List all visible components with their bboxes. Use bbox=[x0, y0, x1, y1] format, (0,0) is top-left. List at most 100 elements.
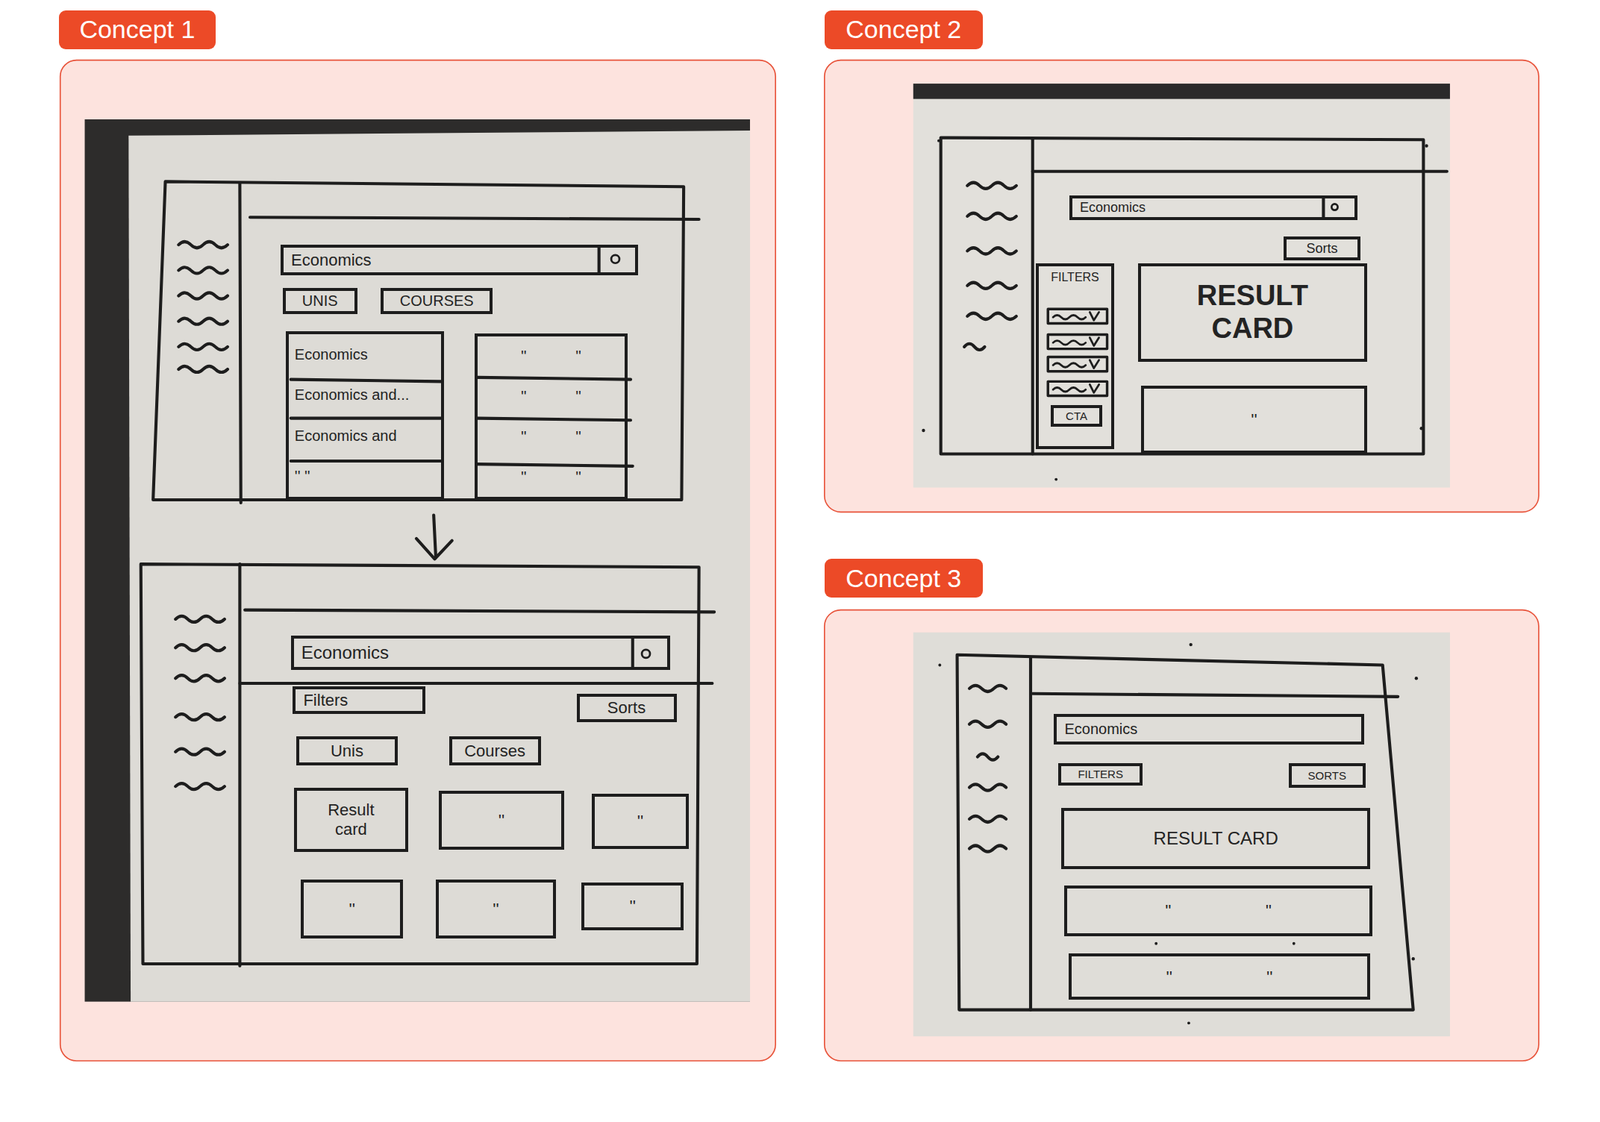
nav-squiggle bbox=[175, 616, 225, 623]
dropdown-squiggle bbox=[1052, 363, 1086, 368]
paper-speck bbox=[938, 664, 942, 668]
nav-squiggle bbox=[964, 344, 985, 350]
search-icon bbox=[1331, 203, 1338, 210]
photo-ground bbox=[85, 119, 750, 1003]
sidebar-line bbox=[1031, 139, 1035, 454]
nav-squiggle bbox=[178, 292, 228, 299]
node-text: Filters bbox=[302, 691, 348, 710]
paper-speck bbox=[1188, 643, 1192, 647]
nav-squiggle bbox=[178, 267, 228, 274]
node-text: Economics bbox=[1079, 200, 1146, 216]
concept-tag: Concept 1 bbox=[58, 10, 215, 50]
nav-squiggle bbox=[175, 675, 225, 682]
nav-squiggle bbox=[967, 182, 1017, 189]
node-text: FILTERS bbox=[1077, 767, 1124, 781]
search-divider bbox=[597, 247, 601, 274]
nav-squiggle bbox=[969, 816, 1006, 823]
node-text: RESULT CARD bbox=[1153, 828, 1279, 850]
paper-speck bbox=[937, 139, 941, 143]
nav-squiggle bbox=[175, 714, 225, 721]
paper-speck bbox=[1054, 478, 1058, 482]
result-card: '' bbox=[435, 879, 556, 939]
paper-speck bbox=[1419, 426, 1423, 430]
dropdown-chevron bbox=[1089, 311, 1099, 321]
search-bar: Economics bbox=[1069, 195, 1358, 221]
dropdown bbox=[1047, 308, 1107, 324]
search-icon bbox=[611, 255, 620, 264]
browser-frame bbox=[141, 564, 700, 965]
concept-tag: Concept 3 bbox=[824, 558, 983, 598]
sort-button: Sorts bbox=[1283, 236, 1361, 262]
concept-tag: Concept 2 bbox=[824, 10, 983, 50]
concept-panel bbox=[824, 610, 1539, 1062]
node-text: '' bbox=[1250, 410, 1257, 430]
sort-button: Sorts bbox=[576, 694, 677, 723]
search-divider bbox=[1321, 197, 1325, 218]
dropdown bbox=[1047, 334, 1107, 349]
search-icon bbox=[641, 650, 650, 659]
dropdown-squiggle bbox=[1052, 314, 1086, 319]
nav-squiggle bbox=[178, 318, 228, 325]
browser-frame bbox=[152, 181, 684, 500]
node-text: '' bbox=[629, 897, 636, 916]
row-divider bbox=[291, 379, 442, 383]
node-text: Economics bbox=[1064, 720, 1138, 739]
flow-arrow bbox=[433, 514, 436, 556]
node-text: Economics bbox=[301, 642, 389, 664]
browser-frame bbox=[941, 138, 1424, 455]
flow-arrowhead bbox=[416, 538, 453, 559]
node-text: RESULT CARD bbox=[1177, 279, 1327, 345]
nav-squiggle bbox=[178, 344, 228, 350]
concept-panel bbox=[824, 60, 1539, 513]
nav-squiggle bbox=[175, 749, 225, 756]
node-text: '' bbox=[498, 811, 505, 830]
divider-line bbox=[239, 682, 712, 686]
result-card: '' bbox=[581, 882, 684, 931]
node-text: Concept 3 bbox=[845, 564, 962, 594]
result-card: '' bbox=[300, 879, 403, 939]
node-text: Economics and bbox=[294, 427, 398, 445]
node-text: '' bbox=[349, 900, 356, 919]
paper-sheet bbox=[128, 130, 750, 1003]
tab-button: UNIS bbox=[282, 288, 358, 315]
result-card: '' bbox=[591, 794, 689, 850]
sidebar-line bbox=[238, 564, 242, 967]
paper-speck bbox=[1154, 942, 1158, 946]
node-text: '' '' bbox=[294, 467, 311, 486]
header-line bbox=[1032, 694, 1398, 698]
cta-button: CTA bbox=[1050, 405, 1102, 427]
search-divider bbox=[631, 638, 635, 668]
tab-button: Unis bbox=[296, 736, 399, 765]
sort-button: SORTS bbox=[1288, 763, 1366, 789]
sidebar-line bbox=[239, 183, 241, 503]
node-text: Sorts bbox=[607, 698, 646, 718]
photo-ground bbox=[913, 83, 1450, 100]
node-text: Economics and... bbox=[294, 386, 409, 404]
node-text: COURSES bbox=[400, 292, 474, 310]
filter-button: Filters bbox=[292, 686, 426, 715]
row-divider bbox=[477, 464, 633, 467]
dropdown-chevron bbox=[1089, 384, 1099, 393]
paper-speck bbox=[921, 429, 925, 433]
nav-squiggle bbox=[175, 783, 225, 790]
result-card: '' bbox=[438, 791, 565, 850]
dropdown-squiggle bbox=[1052, 341, 1086, 345]
nav-squiggle bbox=[969, 784, 1006, 791]
node-text: '' '' bbox=[520, 468, 582, 486]
dropdown-chevron bbox=[1089, 338, 1099, 347]
node-text: '' '' bbox=[1164, 901, 1272, 921]
row-divider bbox=[477, 418, 631, 421]
node-text: Economics bbox=[294, 346, 368, 364]
node-text: Economics bbox=[291, 250, 372, 270]
header-line bbox=[250, 217, 700, 220]
tab-button: Courses bbox=[449, 736, 542, 765]
nav-squiggle bbox=[967, 313, 1017, 320]
node-text: '' '' bbox=[1166, 967, 1274, 987]
node-text: '' '' bbox=[520, 347, 582, 365]
paper-speck bbox=[1424, 144, 1428, 148]
dropdown bbox=[1047, 381, 1107, 396]
node-text: Concept 1 bbox=[79, 14, 195, 45]
node-text: UNIS bbox=[302, 292, 339, 310]
node-text: Courses bbox=[464, 741, 526, 761]
row-divider bbox=[291, 459, 442, 463]
